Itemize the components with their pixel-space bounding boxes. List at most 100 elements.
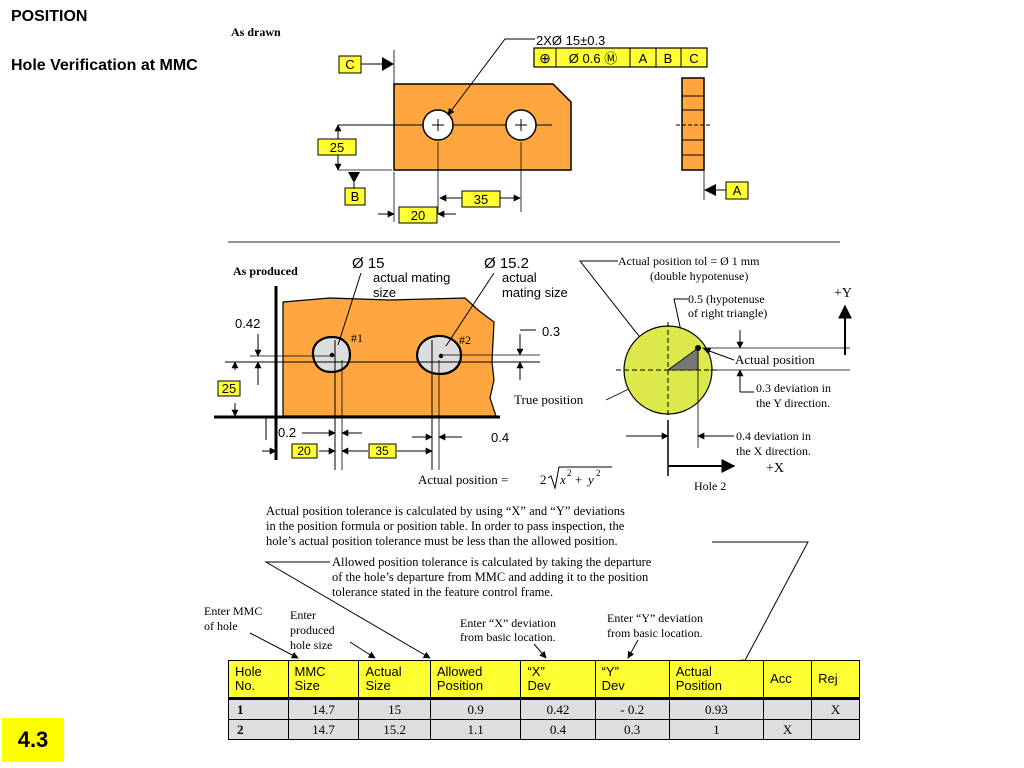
cell-acc: X: [763, 719, 813, 740]
cell-actual-size: 15.2: [358, 719, 431, 740]
hyp-label-line1: 0.5 (hypotenuse: [688, 292, 765, 306]
svg-text:2: 2: [567, 468, 572, 478]
note-enter-x: Enter “X” deviation from basic location.: [460, 616, 556, 644]
cell-actual-size: 15: [358, 697, 431, 720]
cell-y-dev: 0.3: [594, 719, 670, 740]
dim-25-tag: 25: [317, 138, 357, 156]
fcf-datum-b: B: [664, 51, 673, 66]
svg-text:20: 20: [297, 444, 311, 458]
svg-text:of the hole’s departure from M: of the hole’s departure from MMC and add…: [332, 570, 649, 584]
hole2-size-label: Ø 15.2: [484, 255, 529, 272]
actual-position-label: Actual position: [735, 352, 815, 367]
offset-042-label: 0.42: [235, 316, 260, 331]
offset-03-label: 0.3: [542, 324, 560, 339]
cell-acc: [763, 697, 813, 720]
svg-text:35: 35: [375, 444, 389, 458]
col-actual-size: Actual Size: [358, 660, 431, 699]
hole2-label-line2: mating size: [502, 285, 568, 300]
datum-a-tag: A: [725, 181, 749, 200]
note-actual-position: Actual position tolerance is calculated …: [266, 504, 625, 548]
drawn-hole-1: [422, 109, 454, 141]
note-enter-produced: Enter produced hole size: [290, 608, 335, 652]
drawn-part: [393, 83, 572, 171]
svg-text:Enter “X” deviation: Enter “X” deviation: [460, 616, 556, 630]
svg-text:tolerance stated in the featur: tolerance stated in the feature control …: [332, 585, 553, 599]
produced-dim-35-tag: 35: [368, 443, 397, 459]
hole1-size-label: Ø 15: [352, 255, 385, 272]
svg-text:Enter: Enter: [290, 608, 316, 622]
svg-text:2: 2: [596, 468, 601, 478]
svg-text:35: 35: [474, 192, 488, 207]
formula-expression: 2 x 2 + y 2: [540, 466, 612, 490]
svg-text:A: A: [733, 183, 742, 198]
xdev-label-line2: the X direction.: [736, 444, 811, 458]
cell-actual-position: 0.93: [668, 697, 765, 720]
hole2-tag: #2: [459, 333, 471, 347]
dim-35-tag: 35: [461, 190, 501, 208]
cell-x-dev: 0.4: [520, 719, 596, 740]
cell-hole-no: 2: [228, 719, 289, 740]
fcf-datum-a: A: [639, 51, 648, 66]
col-hole-no: Hole No.: [228, 660, 289, 699]
dim-20-tag: 20: [398, 206, 438, 224]
offset-04-label: 0.4: [491, 430, 509, 445]
svg-text:C: C: [345, 57, 354, 72]
actual-position-formula-label: Actual position =: [418, 472, 508, 487]
as-produced-title: As produced: [233, 264, 298, 278]
svg-text:x: x: [559, 472, 566, 487]
produced-dim-20-tag: 20: [291, 443, 318, 459]
position-table: Hole No. MMC Size Actual Size Allowed Po…: [228, 660, 860, 740]
col-actual-position: Actual Position: [668, 660, 765, 699]
cell-allowed-position: 1.1: [429, 719, 522, 740]
svg-text:+: +: [575, 472, 582, 487]
cell-y-dev: - 0.2: [594, 697, 670, 720]
note-enter-y: Enter “Y” deviation from basic location.: [607, 611, 703, 640]
col-y-dev: “Y” Dev: [594, 660, 670, 699]
datum-c-tag: C: [338, 50, 395, 84]
svg-text:in the position formula or pos: in the position formula or position tabl…: [266, 519, 625, 533]
svg-text:produced: produced: [290, 623, 335, 637]
cell-x-dev: 0.42: [520, 697, 596, 720]
svg-text:Enter MMC: Enter MMC: [204, 604, 262, 618]
hole1-label-line1: actual mating: [373, 270, 450, 285]
svg-text:Allowed position tolerance is: Allowed position tolerance is calculated…: [332, 555, 652, 569]
hyp-label-line2: of right triangle): [688, 306, 767, 320]
hole-size-callout: 2XØ 15±0.3: [536, 33, 605, 48]
cell-rej: [811, 719, 860, 740]
table-header-row: Hole No. MMC Size Actual Size Allowed Po…: [228, 660, 860, 699]
drawn-hole-2: [505, 109, 537, 141]
tol-title-line2: (double hypotenuse): [650, 269, 748, 283]
hole1-label-line2: size: [373, 285, 396, 300]
tolerance-zone: [616, 322, 720, 418]
true-position-label: True position: [514, 392, 584, 407]
offset-02-label: 0.2: [278, 425, 296, 440]
cell-actual-position: 1: [668, 719, 765, 740]
slide-number-badge: 4.3: [2, 718, 64, 762]
produced-hole-1: [311, 335, 352, 374]
callout-leader: [447, 38, 535, 116]
col-x-dev: “X” Dev: [520, 660, 596, 699]
produced-dim-25-tag: 25: [217, 380, 241, 397]
note-allowed-position: Allowed position tolerance is calculated…: [332, 555, 652, 599]
hole2-label-line1: actual: [502, 270, 537, 285]
feature-control-frame: ⊕ Ø 0.6 Ⓜ A B C: [533, 47, 708, 68]
svg-text:25: 25: [330, 140, 344, 155]
table-row: 2 14.7 15.2 1.1 0.4 0.3 1 X: [228, 719, 860, 740]
fcf-tolerance: Ø 0.6 Ⓜ: [569, 51, 617, 66]
tol-title-line1: Actual position tol = Ø 1 mm: [618, 254, 760, 268]
col-rej: Rej: [811, 660, 860, 699]
cell-mmc-size: 14.7: [287, 719, 360, 740]
plus-y-label: +Y: [834, 286, 852, 301]
col-acc: Acc: [763, 660, 813, 699]
note-enter-mmc: Enter MMC of hole: [204, 604, 262, 633]
cell-mmc-size: 14.7: [287, 697, 360, 720]
cell-rej: X: [811, 697, 860, 720]
svg-text:y: y: [586, 472, 594, 487]
table-row: 1 14.7 15 0.9 0.42 - 0.2 0.93 X: [228, 697, 860, 720]
svg-text:2: 2: [540, 472, 547, 487]
datum-b-tag: B: [344, 172, 366, 206]
svg-text:of hole: of hole: [204, 619, 238, 633]
svg-text:Actual position tolerance is c: Actual position tolerance is calculated …: [266, 504, 625, 518]
plus-x-label: +X: [766, 461, 784, 476]
